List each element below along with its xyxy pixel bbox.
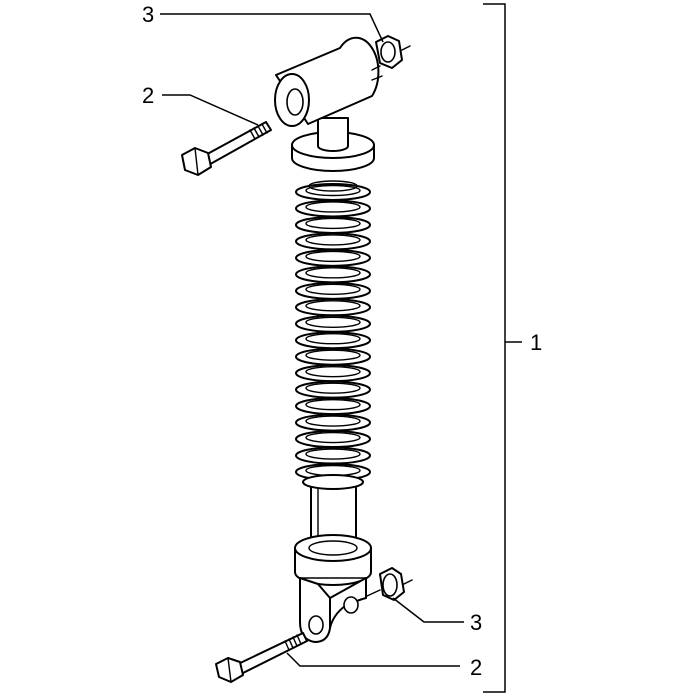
spring-top-end: [308, 180, 358, 192]
callout-2-lower-bolt: 2: [470, 655, 482, 680]
spring-bottom-end: [302, 474, 364, 490]
lower-bolt: [215, 632, 308, 683]
callout-2-upper-bolt: 2: [142, 83, 154, 108]
spring-coil-inner: [305, 283, 361, 296]
spring-coil-inner: [305, 300, 361, 312]
callout-3-upper-nut: 3: [142, 2, 154, 27]
upper-bolt: [181, 121, 272, 176]
spring-coil-inner: [305, 431, 361, 444]
spring-coil-inner: [305, 365, 361, 378]
leader-nut-bottom: [392, 597, 464, 623]
leader-bolt-bottom: [286, 652, 460, 667]
spring-coil-inner: [305, 250, 361, 263]
spring-coil-inner: [305, 415, 361, 427]
spring-coil-inner: [305, 267, 361, 279]
lower-collar: [294, 534, 372, 586]
upper-nut: [371, 35, 411, 71]
spring-coil-inner: [305, 217, 361, 230]
spring-coil-inner: [305, 349, 361, 361]
upper-mounting-eye: [274, 36, 383, 127]
spring-coil-inner: [305, 201, 361, 213]
assembly-bracket: [483, 3, 522, 693]
coil-spring: [295, 180, 371, 490]
spring-coil-inner: [305, 398, 361, 411]
lower-nut: [366, 567, 413, 601]
upper-spring-seat: [291, 117, 375, 172]
callout-3-lower-nut: 3: [470, 610, 482, 635]
lower-clevis-mount: [299, 577, 367, 643]
spring-coil-inner: [305, 333, 361, 345]
leader-nut-top: [160, 13, 384, 43]
leader-bolt-top: [162, 94, 259, 126]
spring-coil-inner: [305, 316, 361, 328]
spring-coil-inner: [305, 234, 361, 246]
callout-1-assembly: 1: [530, 330, 542, 355]
spring-coil-inner: [305, 382, 361, 394]
spring-coil-inner: [305, 184, 361, 197]
spring-coil-inner: [305, 448, 361, 460]
